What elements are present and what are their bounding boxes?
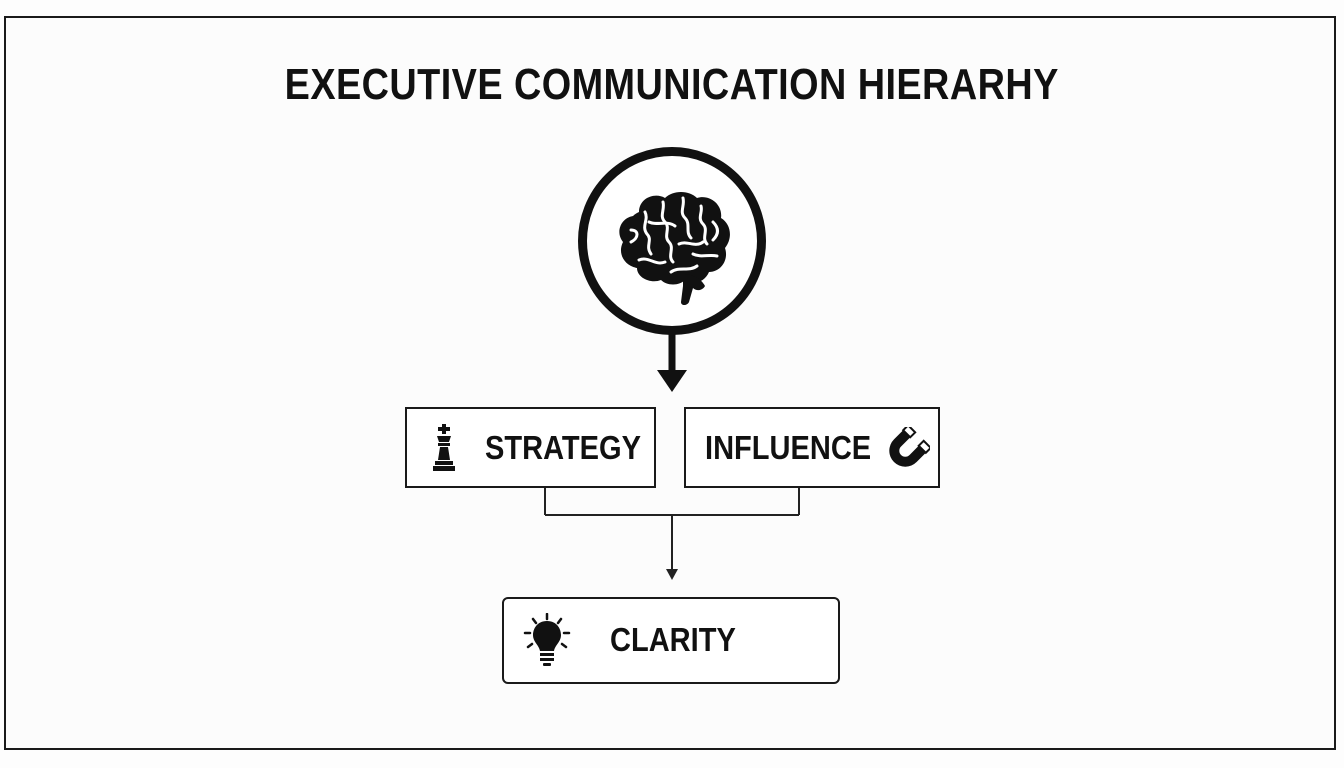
influence-label: INFLUENCE [705, 429, 872, 466]
top-arrow-head [657, 370, 687, 392]
clarity-label: CLARITY [610, 621, 736, 658]
brain-icon [619, 192, 730, 305]
strategy-node: STRATEGY [405, 407, 656, 488]
magnet-icon [889, 427, 930, 467]
clarity-node: CLARITY [502, 597, 840, 684]
diagram-title: EXECUTIVE COMMUNICATION HIERARHY [284, 60, 1059, 109]
influence-node: INFLUENCE [684, 407, 940, 488]
strategy-label: STRATEGY [485, 429, 641, 466]
bottom-arrow-head [666, 569, 678, 580]
lightbulb-icon [523, 613, 571, 666]
chess-king-icon [433, 424, 455, 471]
top-node-circle [578, 147, 766, 335]
